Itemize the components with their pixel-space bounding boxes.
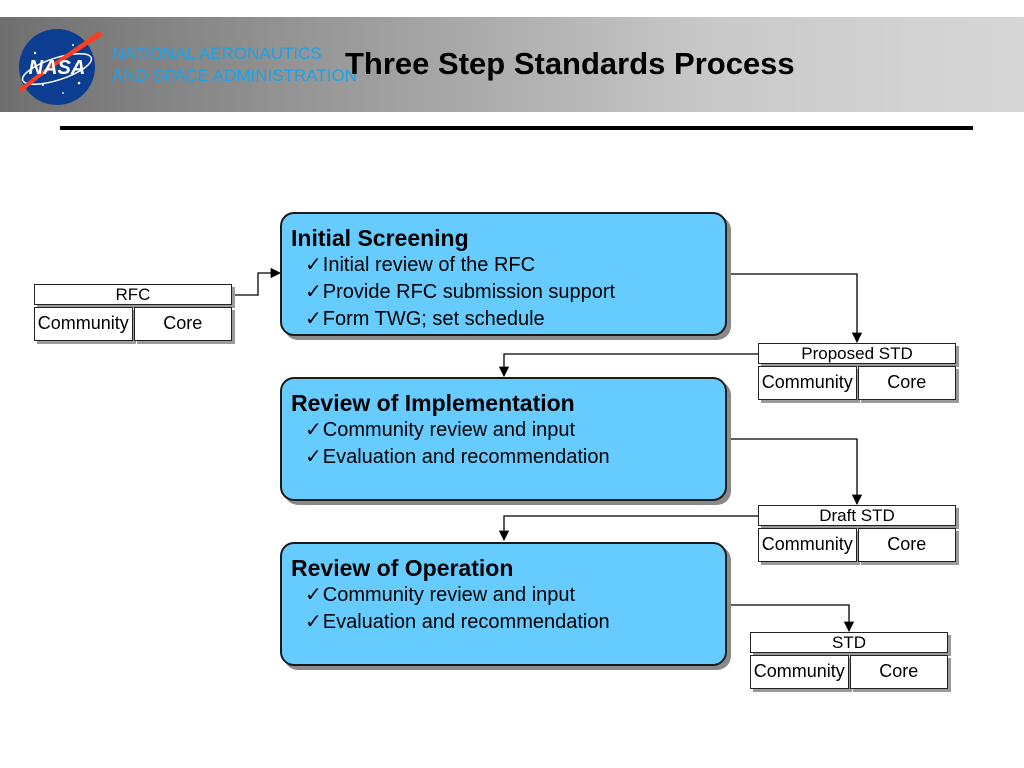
nasa-logo-icon: NASA — [19, 29, 103, 105]
step-review-of-operation: Review of Operation ✓Community review an… — [280, 542, 727, 666]
connector-implementation-to-draft — [727, 438, 863, 506]
document-std: STD Community Core — [750, 632, 948, 689]
check-icon: ✓ — [305, 446, 322, 468]
document-label: Proposed STD — [758, 343, 956, 364]
check-icon: ✓ — [305, 254, 322, 276]
document-core-cell: Core — [857, 366, 956, 400]
check-icon: ✓ — [305, 281, 322, 303]
agency-line-2: AND SPACE ADMINISTRATION — [112, 66, 357, 85]
checklist-item: ✓Community review and input — [305, 584, 576, 606]
document-draft-std: Draft STD Community Core — [758, 505, 956, 562]
connector-operation-to-std — [727, 604, 855, 633]
checklist-item: ✓Form TWG; set schedule — [305, 308, 545, 330]
title-divider — [60, 126, 973, 130]
document-community-cell: Community — [758, 528, 857, 562]
document-community-cell: Community — [34, 307, 133, 341]
document-core-cell: Core — [849, 655, 948, 689]
step-title: Review of Operation — [291, 555, 514, 581]
check-icon: ✓ — [305, 419, 322, 441]
checklist-item: ✓Initial review of the RFC — [305, 254, 536, 276]
document-rfc: RFC Community Core — [34, 284, 232, 341]
connector-rfc-to-screening — [232, 267, 282, 296]
checklist-item: ✓Evaluation and recommendation — [305, 446, 610, 468]
document-label: STD — [750, 632, 948, 653]
connector-proposed-to-implementation — [498, 353, 758, 378]
agency-line-1: NATIONAL AERONAUTICS — [112, 44, 322, 63]
checklist-item: ✓Community review and input — [305, 419, 576, 441]
connector-draft-to-operation — [498, 515, 758, 542]
agency-name: NATIONAL AERONAUTICS AND SPACE ADMINISTR… — [112, 43, 412, 87]
document-community-cell: Community — [758, 366, 857, 400]
step-title: Initial Screening — [291, 225, 469, 251]
document-label: Draft STD — [758, 505, 956, 526]
step-review-of-implementation: Review of Implementation ✓Community revi… — [280, 377, 727, 501]
page-title: Three Step Standards Process — [345, 46, 795, 81]
check-icon: ✓ — [305, 584, 322, 606]
document-proposed-std: Proposed STD Community Core — [758, 343, 956, 400]
checklist-item: ✓Evaluation and recommendation — [305, 611, 610, 633]
document-label: RFC — [34, 284, 232, 305]
step-title: Review of Implementation — [291, 390, 575, 416]
step-initial-screening: Initial Screening ✓Initial review of the… — [280, 212, 727, 336]
check-icon: ✓ — [305, 308, 322, 330]
document-core-cell: Core — [133, 307, 232, 341]
header-band: NASA NATIONAL AERONAUTICS AND SPACE ADMI… — [0, 17, 1024, 112]
checklist-item: ✓Provide RFC submission support — [305, 281, 616, 303]
document-community-cell: Community — [750, 655, 849, 689]
svg-text:NASA: NASA — [29, 57, 86, 79]
document-core-cell: Core — [857, 528, 956, 562]
check-icon: ✓ — [305, 611, 322, 633]
connector-screening-to-proposed — [727, 273, 863, 344]
